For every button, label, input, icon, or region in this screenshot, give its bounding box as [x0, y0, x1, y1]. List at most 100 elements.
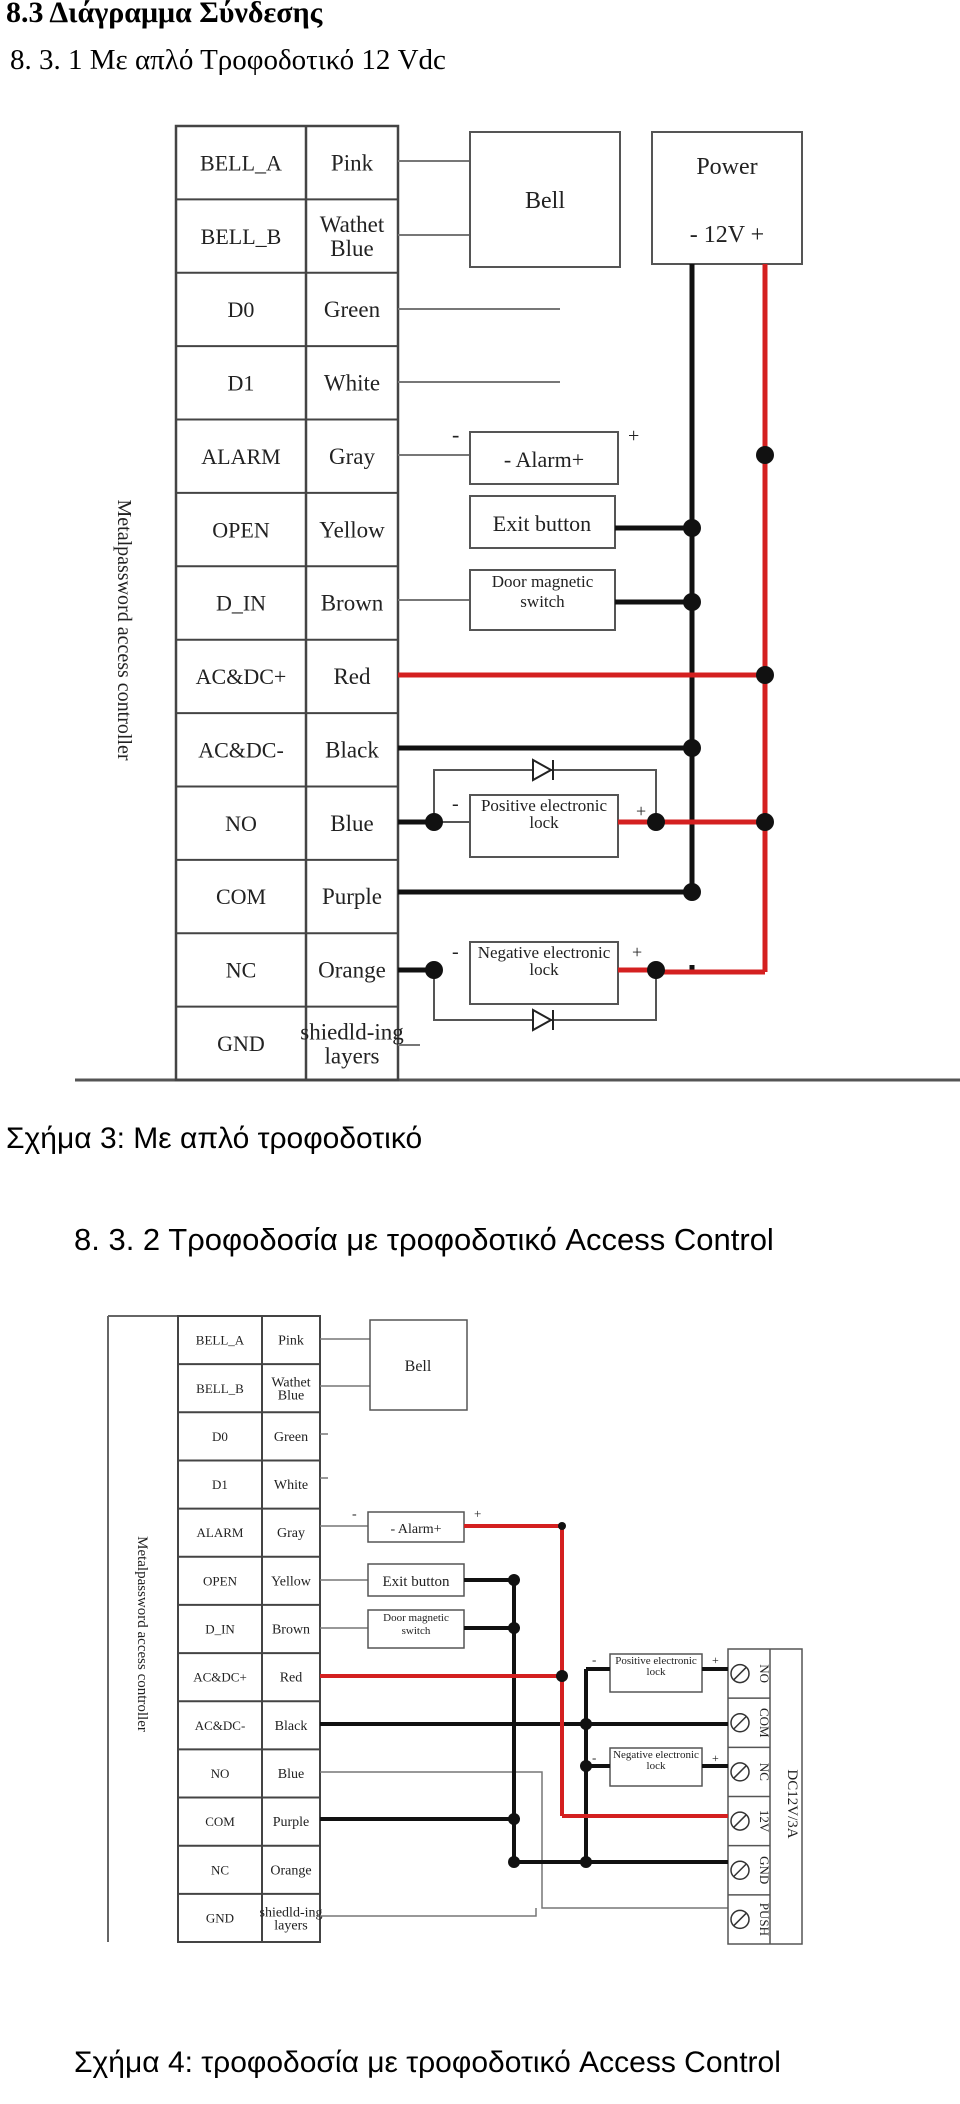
negative-lock-plus-2: +: [712, 1751, 719, 1765]
d2-terminal-label: NO: [211, 1766, 230, 1781]
psu-terminal-label: 12V: [757, 1810, 772, 1833]
d2-terminal-label: AC&DC-: [195, 1718, 246, 1733]
psu-label: DC12V/3A: [784, 1769, 800, 1838]
d1-wire-color-label: Pink: [331, 150, 374, 175]
bell-label: Bell: [525, 188, 565, 214]
gray-wires-2: [320, 1338, 728, 1917]
d2-wire-color-label: White: [274, 1478, 308, 1493]
d1-wire-color-label: Brown: [321, 591, 384, 616]
exit-button-label-2: Exit button: [382, 1574, 450, 1590]
junction-dots-1: [425, 446, 774, 979]
controller-label-2: Metalpassword access controller: [134, 1536, 150, 1732]
positive-lock-minus-2: -: [592, 1652, 596, 1667]
d2-wire-color-label: Orange: [270, 1863, 311, 1878]
d1-wire-color-label: Gray: [329, 444, 375, 469]
subsection-heading-1: 8. 3. 1 Με απλό Τροφοδοτικό 12 Vdc: [10, 44, 446, 76]
door-magnetic-box: [469, 569, 616, 631]
d2-terminal-label: D1: [212, 1477, 228, 1492]
screw-slot: [733, 1716, 747, 1730]
alarm-plus: +: [628, 425, 639, 447]
d2-terminal-label: AC&DC+: [193, 1670, 247, 1685]
positive-lock-group: Positive electronic lock - +: [433, 758, 657, 858]
black-wires-1: [398, 264, 695, 973]
positive-lock-plus-2: +: [712, 1653, 719, 1667]
positive-lock-box-2: [609, 1653, 703, 1693]
d1-terminal-label: D_IN: [216, 591, 266, 616]
alarm-minus: -: [452, 422, 459, 447]
screw-slot: [733, 1814, 747, 1828]
d2-wire-color-label: Brown: [272, 1623, 310, 1638]
d2-terminal-label: BELL_B: [196, 1381, 244, 1396]
bell-label-2: Bell: [405, 1358, 432, 1375]
d1-terminal-label: AC&DC+: [196, 664, 287, 689]
door-magnetic-box-2: [367, 1609, 465, 1649]
psu-terminal-label: GND: [757, 1856, 772, 1884]
d1-wire-color-label: Green: [324, 297, 381, 322]
d1-terminal-label: GND: [217, 1031, 265, 1056]
screw-slot: [733, 1765, 747, 1779]
positive-lock-minus: -: [452, 793, 459, 815]
d1-wire-color-label: Orange: [318, 958, 386, 983]
alarm-box: [469, 431, 619, 485]
alarm-minus-2: -: [352, 1507, 357, 1522]
d1-wire-color-label: Yellow: [319, 517, 385, 542]
d2-terminal-label: OPEN: [203, 1573, 238, 1588]
d1-terminal-label: BELL_B: [201, 224, 282, 249]
d2-wire-color-label: Gray: [277, 1526, 305, 1541]
figure-caption-2: Σχήμα 4: τροφοδοσία με τροφοδοτικό Acces…: [74, 2046, 781, 2079]
alarm-plus-2: +: [474, 1506, 481, 1521]
exit-button-box: [469, 495, 616, 549]
screw-slot: [733, 1863, 747, 1877]
psu-terminal-label: NC: [757, 1763, 772, 1781]
bell-box: [469, 131, 621, 268]
d1-terminal-label: D1: [228, 371, 255, 396]
junction-dots-2: [508, 1522, 592, 1868]
subsection-heading-2: 8. 3. 2 Τροφοδοσία με τροφοδοτικό Access…: [74, 1222, 774, 1257]
red-wires-1: [398, 264, 768, 975]
negative-lock-plus: +: [632, 942, 642, 962]
negative-lock-minus: -: [452, 941, 459, 963]
terminal-table-2: [177, 1315, 321, 1943]
exit-button-box-2: [367, 1563, 465, 1597]
positive-lock-plus: +: [636, 801, 646, 821]
d2-terminal-label: COM: [205, 1814, 235, 1829]
alarm-label: - Alarm+: [504, 447, 584, 472]
d2-wire-color-label: Green: [274, 1430, 308, 1445]
psu-terminal-label: COM: [757, 1708, 772, 1738]
psu-terminal-label: PUSH: [757, 1903, 772, 1936]
d2-wire-color-label: Black: [275, 1719, 308, 1734]
d2-terminal-label: ALARM: [197, 1525, 244, 1540]
screw-slot: [733, 1912, 747, 1926]
figure-caption-1: Σχήμα 3: Με απλό τροφοδοτικό: [6, 1122, 423, 1155]
power-voltage: - 12V +: [690, 222, 764, 248]
d2-terminal-label: GND: [206, 1910, 234, 1925]
exit-button-label: Exit button: [493, 511, 591, 536]
d2-wire-color-label: Purple: [273, 1815, 310, 1830]
d1-wire-color-label: White: [324, 371, 380, 396]
screw-slot: [733, 1667, 747, 1681]
terminal-table: [174, 124, 400, 1082]
d1-terminal-label: OPEN: [212, 517, 270, 542]
d1-wire-color-label: Red: [333, 664, 371, 689]
negative-lock-minus-2: -: [592, 1750, 596, 1765]
d2-terminal-label: D_IN: [205, 1622, 235, 1637]
gray-wires: [398, 160, 560, 1046]
alarm-label-2: - Alarm+: [390, 1522, 441, 1537]
door-magnetic-label: Door magnetic switch: [491, 572, 594, 611]
negative-lock-label: Negative electronic lock: [477, 944, 611, 979]
d2-wire-color-label: Pink: [278, 1334, 304, 1349]
d2-wire-color-label: Red: [280, 1671, 303, 1686]
d1-terminal-label: AC&DC-: [198, 737, 284, 762]
section-heading: 8.3 Διάγραμμα Σύνδεσης: [6, 0, 323, 29]
d2-wire-color-label: Blue: [278, 1767, 304, 1782]
d1-wire-color-label: Purple: [322, 884, 382, 909]
power-title: Power: [696, 154, 757, 180]
d1-terminal-label: BELL_A: [200, 150, 282, 175]
positive-lock-label: Positive electronic lock: [480, 797, 608, 832]
d1-terminal-label: NC: [226, 958, 257, 983]
